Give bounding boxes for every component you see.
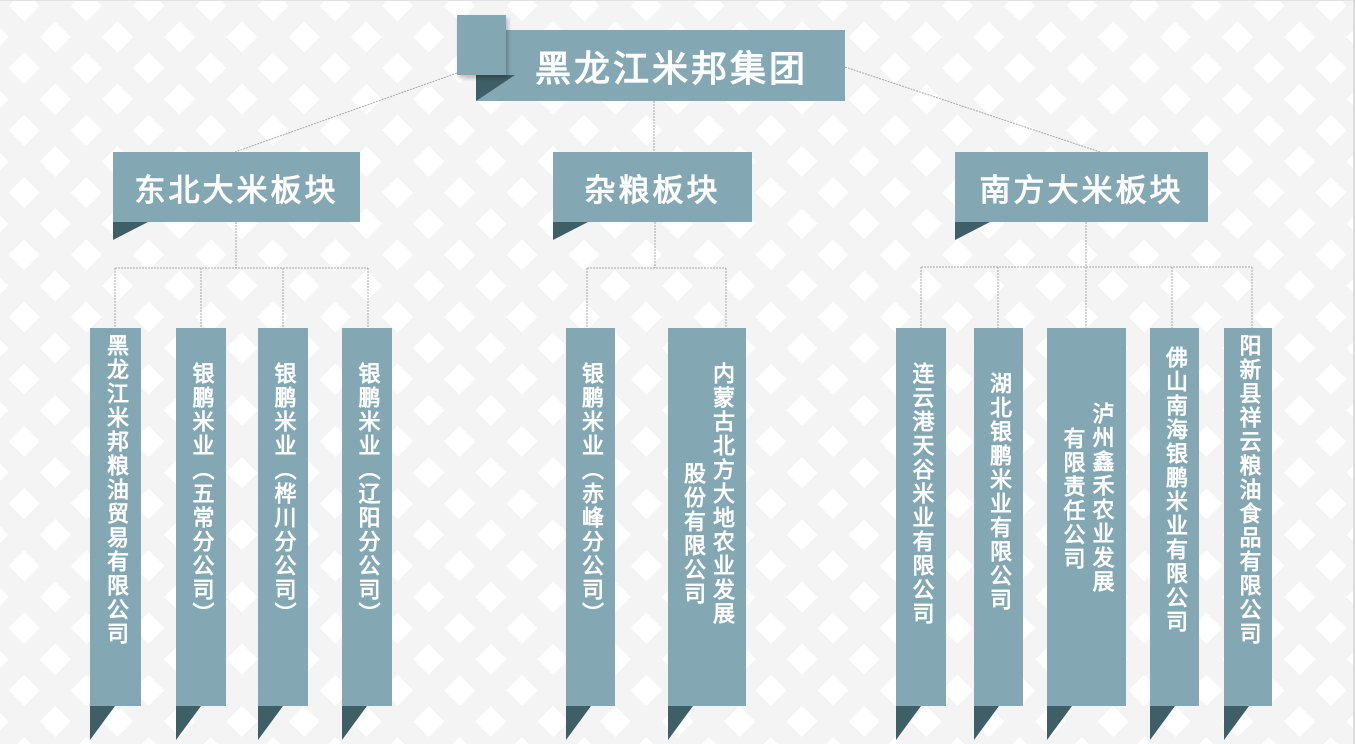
company-label-line-1: 内蒙古北方大地农业发展 — [709, 362, 734, 626]
company-label: 连云港天谷米业有限公司 — [908, 362, 934, 626]
section-label: 南方大米板块 — [979, 172, 1184, 209]
root-fold-icon — [476, 75, 515, 101]
company-yinpeng-wuchang: 银鹏米业（五常分公司） — [176, 328, 226, 706]
leaf-fold-icon — [1150, 706, 1175, 740]
section-label: 杂粮板块 — [584, 172, 721, 209]
section-southern-rice: 南方大米板块 — [955, 152, 1208, 222]
leaf-fold-icon — [668, 706, 693, 740]
connector-root-to-northeast — [234, 72, 458, 153]
company-luzhou-xinhe: 泸州鑫禾农业发展 有限责任公司 — [1047, 328, 1126, 706]
company-label: 阳新县祥云粮油食品有限公司 — [1235, 334, 1261, 646]
leaf-fold-icon — [896, 706, 921, 740]
company-inner-mongolia-beifang-dadi: 内蒙古北方大地农业发展 股份有限公司 — [668, 328, 746, 706]
company-label: 银鹏米业（五常分公司） — [188, 362, 214, 626]
section-fold-icon — [113, 222, 148, 240]
leaf-fold-icon — [974, 706, 999, 740]
root-node-label: 黑龙江米邦集团 — [534, 48, 808, 90]
company-foshan-nanhai-yinpeng: 佛山南海银鹏米业有限公司 — [1150, 328, 1199, 706]
connector-root-to-south — [844, 66, 1101, 153]
section-label: 东北大米板块 — [134, 172, 339, 209]
leaf-fold-icon — [1047, 706, 1072, 740]
root-node-box: 黑龙江米邦集团 — [476, 30, 845, 101]
section-fold-icon — [553, 222, 588, 240]
top-border — [0, 0, 1355, 1]
company-hubei-yinpeng: 湖北银鹏米业有限公司 — [974, 328, 1023, 706]
company-label: 湖北银鹏米业有限公司 — [986, 372, 1011, 612]
company-label: 银鹏米业（赤峰分公司） — [578, 362, 603, 626]
company-yangxin-xiangyun: 阳新县祥云粮油食品有限公司 — [1224, 328, 1272, 706]
company-yinpeng-liaoyang: 银鹏米业（辽阳分公司） — [342, 328, 392, 706]
section-fold-icon — [955, 222, 990, 240]
leaf-fold-icon — [1224, 706, 1249, 740]
company-label-line-2: 股份有限公司 — [680, 462, 705, 606]
company-label: 佛山南海银鹏米业有限公司 — [1162, 346, 1187, 634]
company-label-line-2: 有限责任公司 — [1059, 427, 1085, 571]
leaf-fold-icon — [258, 706, 283, 740]
section-northeast-rice: 东北大米板块 — [113, 152, 360, 222]
right-border — [1353, 0, 1355, 744]
company-label: 银鹏米业（辽阳分公司） — [354, 362, 380, 626]
company-heilongjiang-mibang-trading: 黑龙江米邦粮油贸易有限公司 — [90, 328, 141, 706]
company-label: 黑龙江米邦粮油贸易有限公司 — [103, 334, 128, 646]
company-yinpeng-huachuan: 银鹏米业（桦川分公司） — [258, 328, 308, 706]
section-grains: 杂粮板块 — [553, 152, 752, 222]
company-lianyungang-tiangu: 连云港天谷米业有限公司 — [896, 328, 946, 706]
company-yinpeng-chifeng: 银鹏米业（赤峰分公司） — [566, 328, 615, 706]
leaf-fold-icon — [342, 706, 367, 740]
company-label: 银鹏米业（桦川分公司） — [270, 362, 296, 626]
leaf-fold-icon — [90, 706, 115, 740]
company-label-line-1: 泸州鑫禾农业发展 — [1088, 402, 1114, 594]
root-tab-square — [457, 15, 506, 75]
leaf-fold-icon — [566, 706, 591, 740]
leaf-fold-icon — [176, 706, 201, 740]
